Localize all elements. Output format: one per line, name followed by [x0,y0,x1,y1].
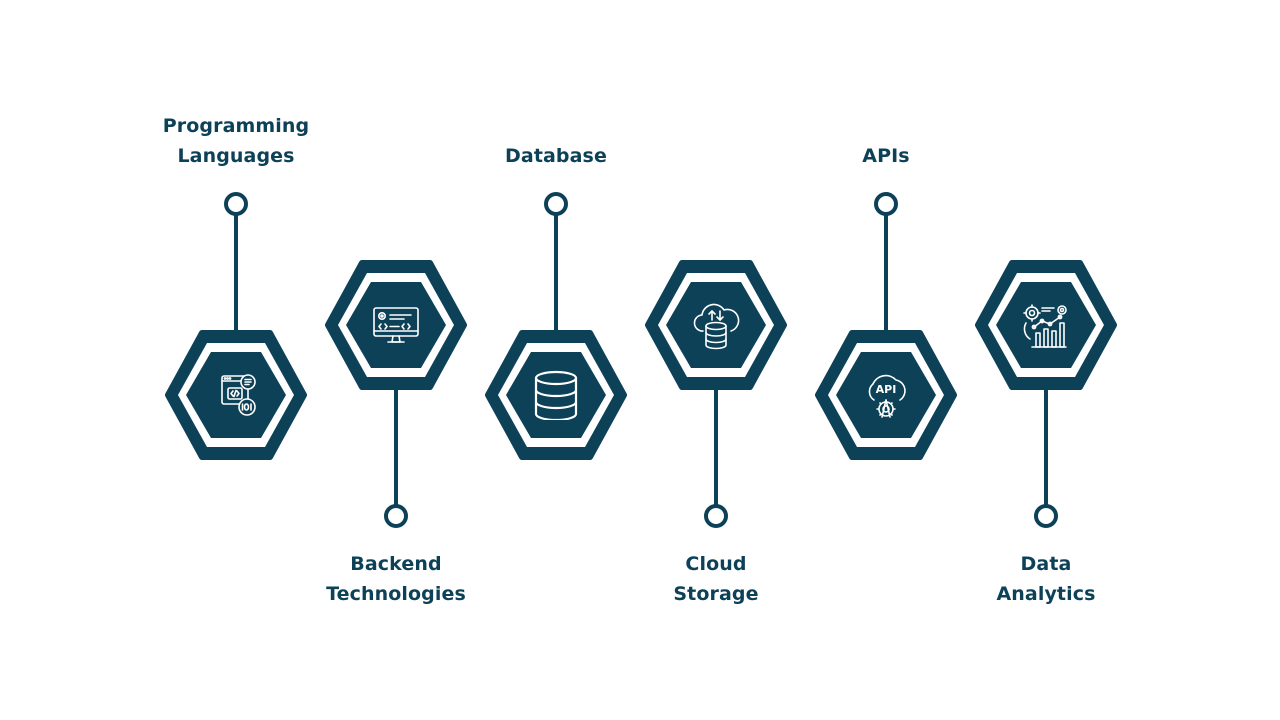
label-line: Languages [177,145,295,167]
hexagon-node-3 [485,330,627,460]
hexagon-node-5 [815,330,957,460]
endpoint-circle-5 [874,192,898,216]
endpoint-circle-2 [384,504,408,528]
label-line: Cloud [685,553,747,575]
step-label-apis: APIs [776,141,996,171]
hexagon-node-6 [975,260,1117,390]
hexagon-node-4 [645,260,787,390]
endpoint-circle-6 [1034,504,1058,528]
endpoint-circle-4 [704,504,728,528]
label-line: Programming [162,115,310,137]
step-label-programming-languages: Programming Languages [126,111,346,171]
label-line: APIs [862,145,910,167]
label-line: Analytics [996,583,1096,605]
hexagon-node-1 [165,330,307,460]
step-label-database: Database [446,141,666,171]
label-line: Technologies [326,583,466,605]
endpoint-circle-1 [224,192,248,216]
label-line: Database [505,145,607,167]
endpoint-circle-3 [544,192,568,216]
step-label-data-analytics: Data Analytics [936,549,1156,609]
step-label-backend-technologies: Backend Technologies [286,549,506,609]
label-line: Storage [673,583,759,605]
label-line: Backend [350,553,442,575]
hexagon-node-2 [325,260,467,390]
step-label-cloud-storage: Cloud Storage [606,549,826,609]
label-line: Data [1020,553,1072,575]
